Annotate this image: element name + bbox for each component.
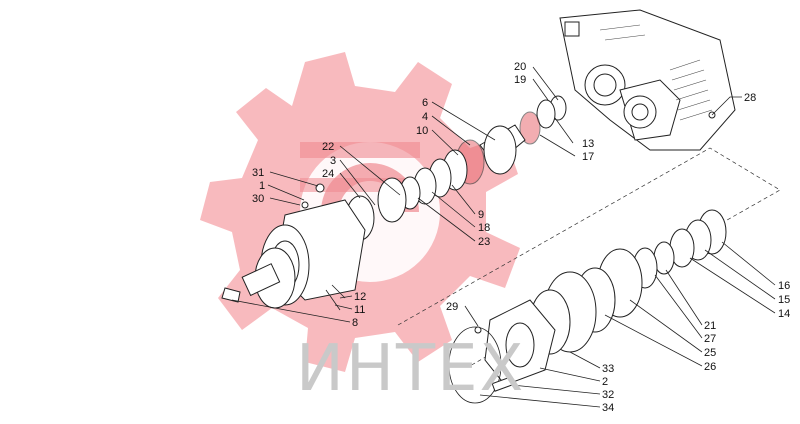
callout-33: 33 [602,363,614,375]
callout-28: 28 [744,92,756,104]
callout-22: 22 [322,141,334,153]
callout-6: 6 [422,97,428,109]
callout-23: 23 [478,236,490,248]
callout-8: 8 [352,317,358,329]
callout-19: 19 [514,74,526,86]
callout-14: 14 [778,308,790,320]
callout-10: 10 [416,125,428,137]
callout-labels: 28 20 19 13 17 6 4 10 22 3 24 31 1 30 9 … [252,61,790,414]
watermark-text: ИНТЕХ [296,332,525,406]
callout-leader-lines [231,66,776,408]
callout-32: 32 [602,389,614,401]
gearbox-housing [559,9,736,151]
callout-4: 4 [422,111,428,123]
callout-27: 27 [704,333,716,345]
callout-9: 9 [478,209,484,221]
callout-21: 21 [704,320,716,332]
callout-1: 1 [259,180,265,192]
callout-2: 2 [602,376,608,388]
callout-11: 11 [354,304,365,316]
callout-15: 15 [778,294,790,306]
callout-12: 12 [354,291,366,303]
callout-13: 13 [582,138,594,150]
lower-assembly-parts [448,111,727,404]
callout-18: 18 [478,222,490,234]
callout-24: 24 [322,168,334,180]
callout-34: 34 [602,402,614,414]
callout-26: 26 [704,361,716,373]
callout-17: 17 [582,151,594,163]
callout-3: 3 [330,155,336,167]
callout-31: 31 [252,167,264,179]
callout-25: 25 [704,347,716,359]
upper-assembly-parts [301,95,567,241]
motor-body [221,199,366,311]
callout-29: 29 [446,301,458,313]
callout-30: 30 [252,193,264,205]
callout-20: 20 [514,61,526,73]
callout-16: 16 [778,280,790,292]
